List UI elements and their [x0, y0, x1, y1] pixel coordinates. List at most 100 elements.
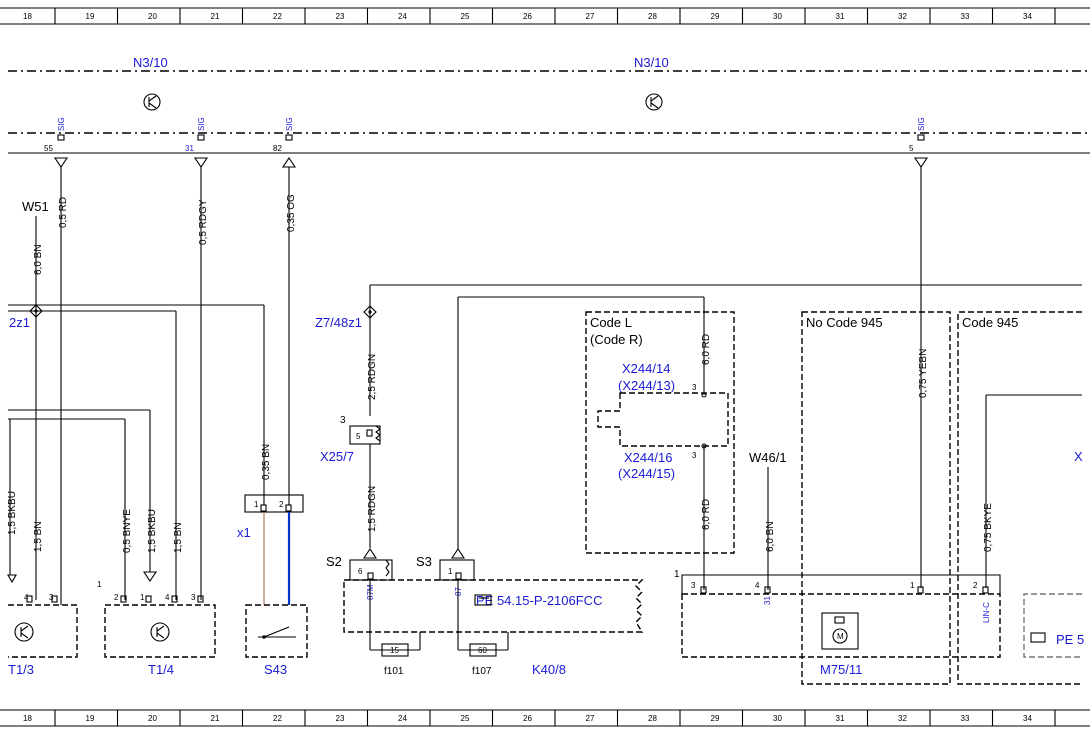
grid-column-label: 19	[86, 714, 95, 723]
svg-text:4: 4	[755, 581, 760, 590]
grid-column-label: 33	[961, 12, 970, 21]
pin-label: 31	[185, 144, 194, 153]
svg-text:6: 6	[358, 567, 363, 576]
signal-arrow-icon	[7, 574, 17, 584]
grid-column-label: 30	[773, 12, 782, 21]
wire-label: 2,5 RDGN	[367, 354, 378, 400]
component-k40-8: 6 1 87M 87 PE 54.15-P-2106FCC K40/8	[343, 559, 644, 677]
svg-text:1: 1	[254, 500, 259, 509]
grid-column-label: 27	[586, 12, 595, 21]
wire-label: 6,0 RD	[701, 499, 712, 530]
signal-arrow-icon	[362, 548, 378, 559]
grid-column-label: 22	[273, 714, 282, 723]
grid-column-label: 23	[336, 12, 345, 21]
svg-text:2: 2	[279, 500, 284, 509]
svg-text:5: 5	[356, 432, 361, 441]
sig-connector-31: SIG 31	[185, 117, 206, 153]
grid-column-label: 18	[23, 714, 32, 723]
svg-text:1: 1	[448, 567, 453, 576]
svg-text:3: 3	[691, 581, 696, 590]
svg-text:K40/8: K40/8	[532, 662, 566, 677]
svg-text:(Code R): (Code R)	[590, 332, 643, 347]
grid-header	[0, 7, 1090, 25]
svg-text:M: M	[837, 632, 844, 641]
svg-text:Code 945: Code 945	[962, 315, 1018, 330]
grid-column-label: 23	[336, 714, 345, 723]
grid-column-label: 31	[836, 12, 845, 21]
grid-footer	[0, 709, 1090, 727]
grid-column-label: 18	[23, 12, 32, 21]
grid-column-label: 29	[711, 714, 720, 723]
pin-label: 5	[909, 144, 914, 153]
grid-column-label: 19	[86, 12, 95, 21]
motor-icon: M	[821, 612, 859, 650]
reference-link: PE 54.15-P-2106FCC	[476, 593, 602, 608]
svg-text:(X244/15): (X244/15)	[618, 466, 675, 481]
module-label-n3-10-right: N3/10	[634, 55, 669, 70]
grid-column-label: 32	[898, 12, 907, 21]
grid-column-label: 21	[211, 12, 220, 21]
svg-text:T1/4: T1/4	[148, 662, 174, 677]
wire-label: 0,5 RD	[58, 197, 69, 228]
hand-pointer-icon	[474, 594, 492, 606]
grid-column-label: 29	[711, 12, 720, 21]
sig-connector-5: SIG 5	[909, 117, 926, 153]
pin-label: 82	[273, 144, 282, 153]
wire-label: 6,0 RD	[701, 334, 712, 365]
svg-text:X244/14: X244/14	[622, 361, 670, 376]
region-no-code-945: No Code 945	[801, 311, 951, 685]
transistor-icon	[14, 622, 34, 642]
svg-text:No Code 945: No Code 945	[806, 315, 883, 330]
svg-text:4: 4	[165, 593, 170, 602]
module-label-n3-10-left: N3/10	[133, 55, 168, 70]
fuse-f107: 60 f107	[458, 643, 508, 677]
svg-text:X244/16: X244/16	[624, 450, 672, 465]
svg-text:T1/3: T1/3	[8, 662, 34, 677]
signal-arrow-icon	[913, 157, 929, 168]
svg-text:2: 2	[973, 581, 978, 590]
sig-connector-82: SIG 82	[273, 117, 294, 153]
grid-column-label: 31	[836, 714, 845, 723]
label-s2: S2	[326, 554, 342, 569]
grid-ticks	[54, 8, 1056, 726]
connector-x1: 1 2 x1	[237, 494, 304, 540]
svg-text:f101: f101	[384, 666, 404, 677]
component-t1-3: 4 3 T1/3	[8, 593, 78, 677]
svg-text:SIG: SIG	[285, 117, 294, 131]
svg-text:2: 2	[114, 593, 119, 602]
wire-label: 6,0 BN	[765, 521, 776, 552]
signal-arrow-icon	[53, 157, 69, 168]
signal-arrow-icon	[193, 157, 209, 168]
component-s43: S43	[245, 604, 308, 677]
label-w51: W51	[22, 199, 49, 214]
label-z7-48z1: Z7/48z1	[315, 315, 362, 330]
grid-column-label: 27	[586, 714, 595, 723]
grid-column-label: 28	[648, 12, 657, 21]
wire-label: 0,75 BKYE	[983, 503, 994, 552]
svg-text:1: 1	[674, 569, 680, 580]
region-code-l: Code L (Code R) X244/14 (X244/13) 3 3 X2…	[585, 311, 735, 554]
svg-text:SIG: SIG	[917, 117, 926, 131]
sig-connector-55: SIG 55	[44, 117, 66, 153]
wire-label: 1,5 RDGN	[367, 486, 378, 532]
grid-column-label: 25	[461, 12, 470, 21]
wire-label: 1,5 BKBU	[7, 491, 18, 535]
wire-label: 0,35 BN	[261, 444, 272, 480]
signal-arrow-icon	[281, 157, 297, 168]
svg-text:3: 3	[49, 593, 54, 602]
svg-text:60: 60	[478, 646, 487, 655]
svg-text:SIG: SIG	[57, 117, 66, 131]
svg-text:(X244/13): (X244/13)	[618, 378, 675, 393]
wire-label: 0,75 YEBN	[918, 349, 929, 398]
grid-column-label: 21	[211, 714, 220, 723]
transistor-icon	[645, 93, 663, 111]
grid-column-label: 20	[148, 714, 157, 723]
svg-text:1: 1	[97, 580, 102, 589]
grid-column-label: 24	[398, 12, 407, 21]
grid-column-label: 28	[648, 714, 657, 723]
signal-arrow-icon	[450, 548, 466, 559]
fuse-f101: 15 f101	[370, 643, 420, 677]
